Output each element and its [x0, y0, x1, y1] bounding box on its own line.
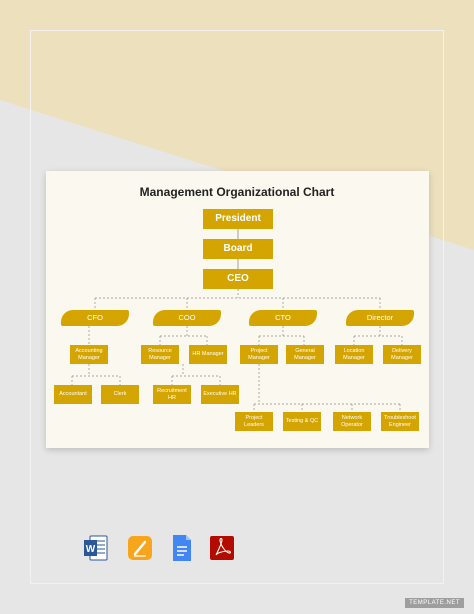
node-hr-manager: HR Manager [189, 345, 227, 364]
node-executive-hr: Executive HR [201, 385, 239, 404]
pages-icon[interactable] [128, 534, 152, 562]
google-docs-icon[interactable] [170, 534, 194, 562]
page-frame [30, 30, 444, 584]
node-accounting-manager: Accounting Manager [70, 345, 108, 364]
node-network-operator: Network Operator [333, 412, 371, 431]
node-delivery-manager: Delivery Manager [383, 345, 421, 364]
node-project-manager: Project Manager [240, 345, 278, 364]
node-cto: CTO [249, 310, 317, 326]
node-testing-qc: Testing & QC [283, 412, 321, 431]
node-accountant: Accountant [54, 385, 92, 404]
node-clerk: Clerk [101, 385, 139, 404]
node-cfo: CFO [61, 310, 129, 326]
node-coo: COO [153, 310, 221, 326]
node-board: Board [203, 239, 273, 259]
node-recruitment-hr: Recruitment HR [153, 385, 191, 404]
watermark: TEMPLATE.NET [405, 598, 464, 608]
node-resource-manager: Resource Manager [141, 345, 179, 364]
node-ceo: CEO [203, 269, 273, 289]
node-troubleshoot-engineer: Troubleshoot Engineer [381, 412, 419, 431]
pdf-icon[interactable] [210, 534, 234, 562]
node-location-manager: Location Manager [335, 345, 373, 364]
node-project-leaders: Project Leaders [235, 412, 273, 431]
node-president: President [203, 209, 273, 229]
node-director: Director [346, 310, 414, 326]
svg-text:W: W [86, 544, 96, 555]
node-general-manager: General Manager [286, 345, 324, 364]
word-icon[interactable]: W [84, 534, 108, 562]
chart-title: Management Organizational Chart [139, 185, 335, 199]
